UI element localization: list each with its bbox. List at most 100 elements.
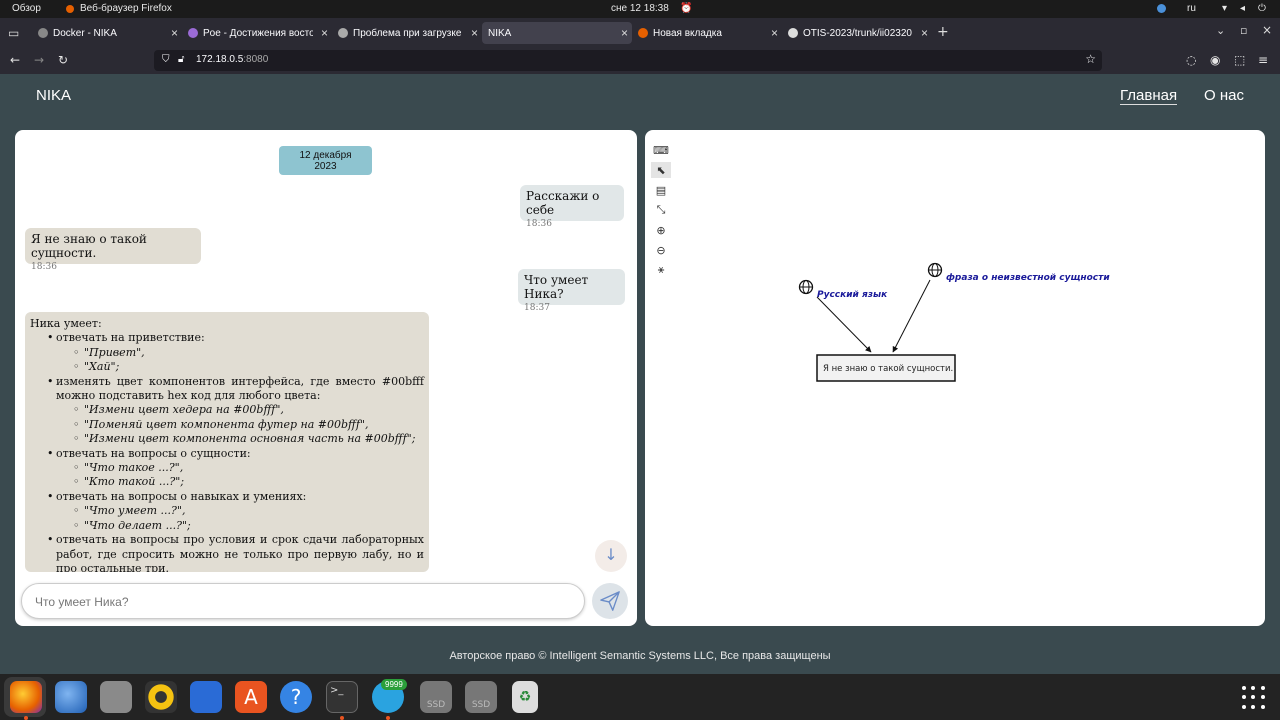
forward-icon[interactable]: → [34, 53, 45, 67]
activities-button[interactable]: Обзор [12, 3, 41, 14]
back-icon[interactable]: ← [10, 53, 21, 67]
globe-icon[interactable] [927, 262, 943, 278]
semantic-graph: Русский язык фраза о неизвестной сущност… [798, 262, 1110, 382]
thunderbird-icon[interactable] [55, 681, 87, 713]
close-tab-icon[interactable]: × [170, 26, 178, 40]
bookmark-star-icon[interactable]: ☆ [1085, 52, 1096, 66]
close-tab-icon[interactable]: × [770, 26, 778, 40]
select-pointer-icon[interactable]: ⬉ [651, 162, 671, 178]
menu-icon[interactable]: ≡ [1258, 53, 1269, 67]
list-item: "Измени цвет компонента основная часть н… [30, 432, 424, 447]
firefox-icon[interactable] [10, 681, 42, 713]
running-indicator [24, 716, 28, 720]
list-item: отвечать на вопросы о сущности: [30, 447, 424, 462]
tab-overview-icon[interactable]: ▭ [8, 26, 20, 40]
chat-panel: 12 декабря 2023 Расскажи о себе 18:36 Я … [15, 130, 637, 626]
tab-label: Poe - Достижения восто [203, 27, 313, 39]
power-icon[interactable]: ⏻ [1258, 3, 1266, 14]
close-tab-icon[interactable]: × [620, 26, 628, 40]
graph-edge [816, 296, 872, 353]
close-tab-icon[interactable]: × [320, 26, 328, 40]
ssd-drive-icon[interactable]: SSD [465, 681, 497, 713]
answer-node-box[interactable] [816, 354, 956, 382]
nav-home[interactable]: Главная [1120, 87, 1178, 105]
keyboard-layout[interactable]: ru [1187, 3, 1196, 14]
close-tab-icon[interactable]: × [920, 26, 928, 40]
trash-icon[interactable]: ♻ [512, 681, 538, 713]
volume-icon[interactable]: ◂ [1240, 3, 1246, 14]
new-tab-button[interactable]: + [937, 24, 949, 40]
tab-favicon-icon [188, 28, 198, 38]
tab-list-icon[interactable]: ⌄ [1216, 24, 1226, 37]
help-icon[interactable]: ? [280, 681, 312, 713]
lock-icon[interactable]: 🔓︎ [178, 54, 185, 65]
tab-label: OTIS-2023/trunk/ii02320 [803, 27, 912, 39]
tab-docker[interactable]: Docker - NIKA × [32, 22, 182, 44]
tab-favicon-icon [338, 28, 348, 38]
dock: A ? >_ 9999 SSD SSD ♻ [0, 674, 1280, 720]
tab-label: Docker - NIKA [53, 27, 117, 39]
list-item: "Измени цвет хедера на #00bfff", [30, 403, 424, 418]
files-icon[interactable] [100, 681, 132, 713]
tab-new[interactable]: Новая вкладка × [632, 22, 782, 44]
zoom-out-icon[interactable]: ⊖ [656, 243, 666, 257]
alarm-icon: ⏰ [680, 3, 693, 14]
node-label[interactable]: Русский язык [817, 290, 888, 300]
node-label[interactable]: фраза о неизвестной сущности [946, 273, 1110, 283]
list-item: "Кто такой ...?"; [30, 475, 424, 490]
arrow-down-icon: ↓ [604, 545, 618, 564]
chat-input[interactable]: Что умеет Ника? [21, 583, 585, 619]
user-message: Что умеет Ника? 18:37 [518, 269, 625, 313]
list-item: изменять цвет компонентов интерфейса, гд… [30, 375, 424, 404]
close-window-button[interactable]: × [1262, 23, 1273, 37]
tab-favicon-icon [788, 28, 798, 38]
send-icon [600, 591, 620, 611]
send-button[interactable] [592, 583, 628, 619]
text-panel-icon[interactable]: ▤ [655, 183, 667, 197]
app-header: NIKA Главная О нас [0, 74, 1280, 118]
rhythmbox-icon[interactable] [145, 681, 177, 713]
nav-about[interactable]: О нас [1204, 87, 1244, 104]
writer-icon[interactable] [190, 681, 222, 713]
url-bar[interactable]: ⛉ 🔓︎ 172.18.0.5:8080 ☆ [154, 50, 1102, 71]
globe-icon[interactable] [798, 279, 814, 295]
footer: Авторское право © Intelligent Semantic S… [0, 638, 1280, 674]
show-apps-icon[interactable] [1242, 686, 1266, 710]
close-tab-icon[interactable]: × [470, 26, 478, 40]
tab-favicon-icon [638, 28, 648, 38]
message-time: 18:36 [31, 262, 57, 272]
window-title: Веб-браузер Firefox [80, 3, 172, 14]
tab-poe[interactable]: Poe - Достижения восто × [182, 22, 332, 44]
answer-node-text: Я не знаю о такой сущности. [823, 364, 953, 374]
date-badge: 12 декабря 2023 [279, 146, 372, 175]
terminal-icon[interactable]: >_ [326, 681, 358, 713]
system-top-bar: Обзор Веб-браузер Firefox сне 12 18:38 ⏰… [0, 0, 1280, 18]
tab-github[interactable]: OTIS-2023/trunk/ii02320 × [782, 22, 932, 44]
brand-logo[interactable]: NIKA [36, 87, 72, 104]
wifi-icon[interactable]: ▾ [1222, 3, 1228, 14]
running-indicator [340, 716, 344, 720]
app-center-icon[interactable]: A [235, 681, 267, 713]
zoom-in-icon[interactable]: ⊕ [656, 223, 666, 237]
reload-icon[interactable]: ↻ [58, 53, 69, 67]
tab-nika[interactable]: NIKA × [482, 22, 632, 44]
list-item: "Что делает ...?"; [30, 519, 424, 534]
list-item: "Поменяй цвет компонента футер на #00bff… [30, 418, 424, 433]
scroll-down-button[interactable]: ↓ [595, 540, 627, 572]
tab-label: Новая вкладка [653, 27, 722, 39]
graph-layout-icon[interactable]: ⚹ [657, 263, 665, 276]
pocket-icon[interactable]: ◌ [1186, 53, 1197, 67]
bot-message: Я не знаю о такой сущности. 18:36 [25, 228, 201, 272]
indicator-icon[interactable] [1157, 4, 1166, 13]
restore-window-button[interactable]: ▫ [1240, 24, 1248, 37]
ssd-drive-icon[interactable]: SSD [420, 681, 452, 713]
account-icon[interactable]: ◉ [1210, 53, 1221, 67]
shield-icon[interactable]: ⛉ [162, 54, 170, 65]
fit-screen-icon[interactable]: ⤡ [656, 203, 666, 216]
extensions-icon[interactable]: ⬚ [1234, 53, 1246, 67]
clock[interactable]: сне 12 18:38 [611, 3, 669, 14]
tab-problem[interactable]: Проблема при загрузке × [332, 22, 482, 44]
list-item: отвечать на вопросы о навыках и умениях: [30, 490, 424, 505]
keyboard-icon[interactable]: ⌨ [653, 143, 669, 157]
list-item: "Привет", [30, 346, 424, 361]
